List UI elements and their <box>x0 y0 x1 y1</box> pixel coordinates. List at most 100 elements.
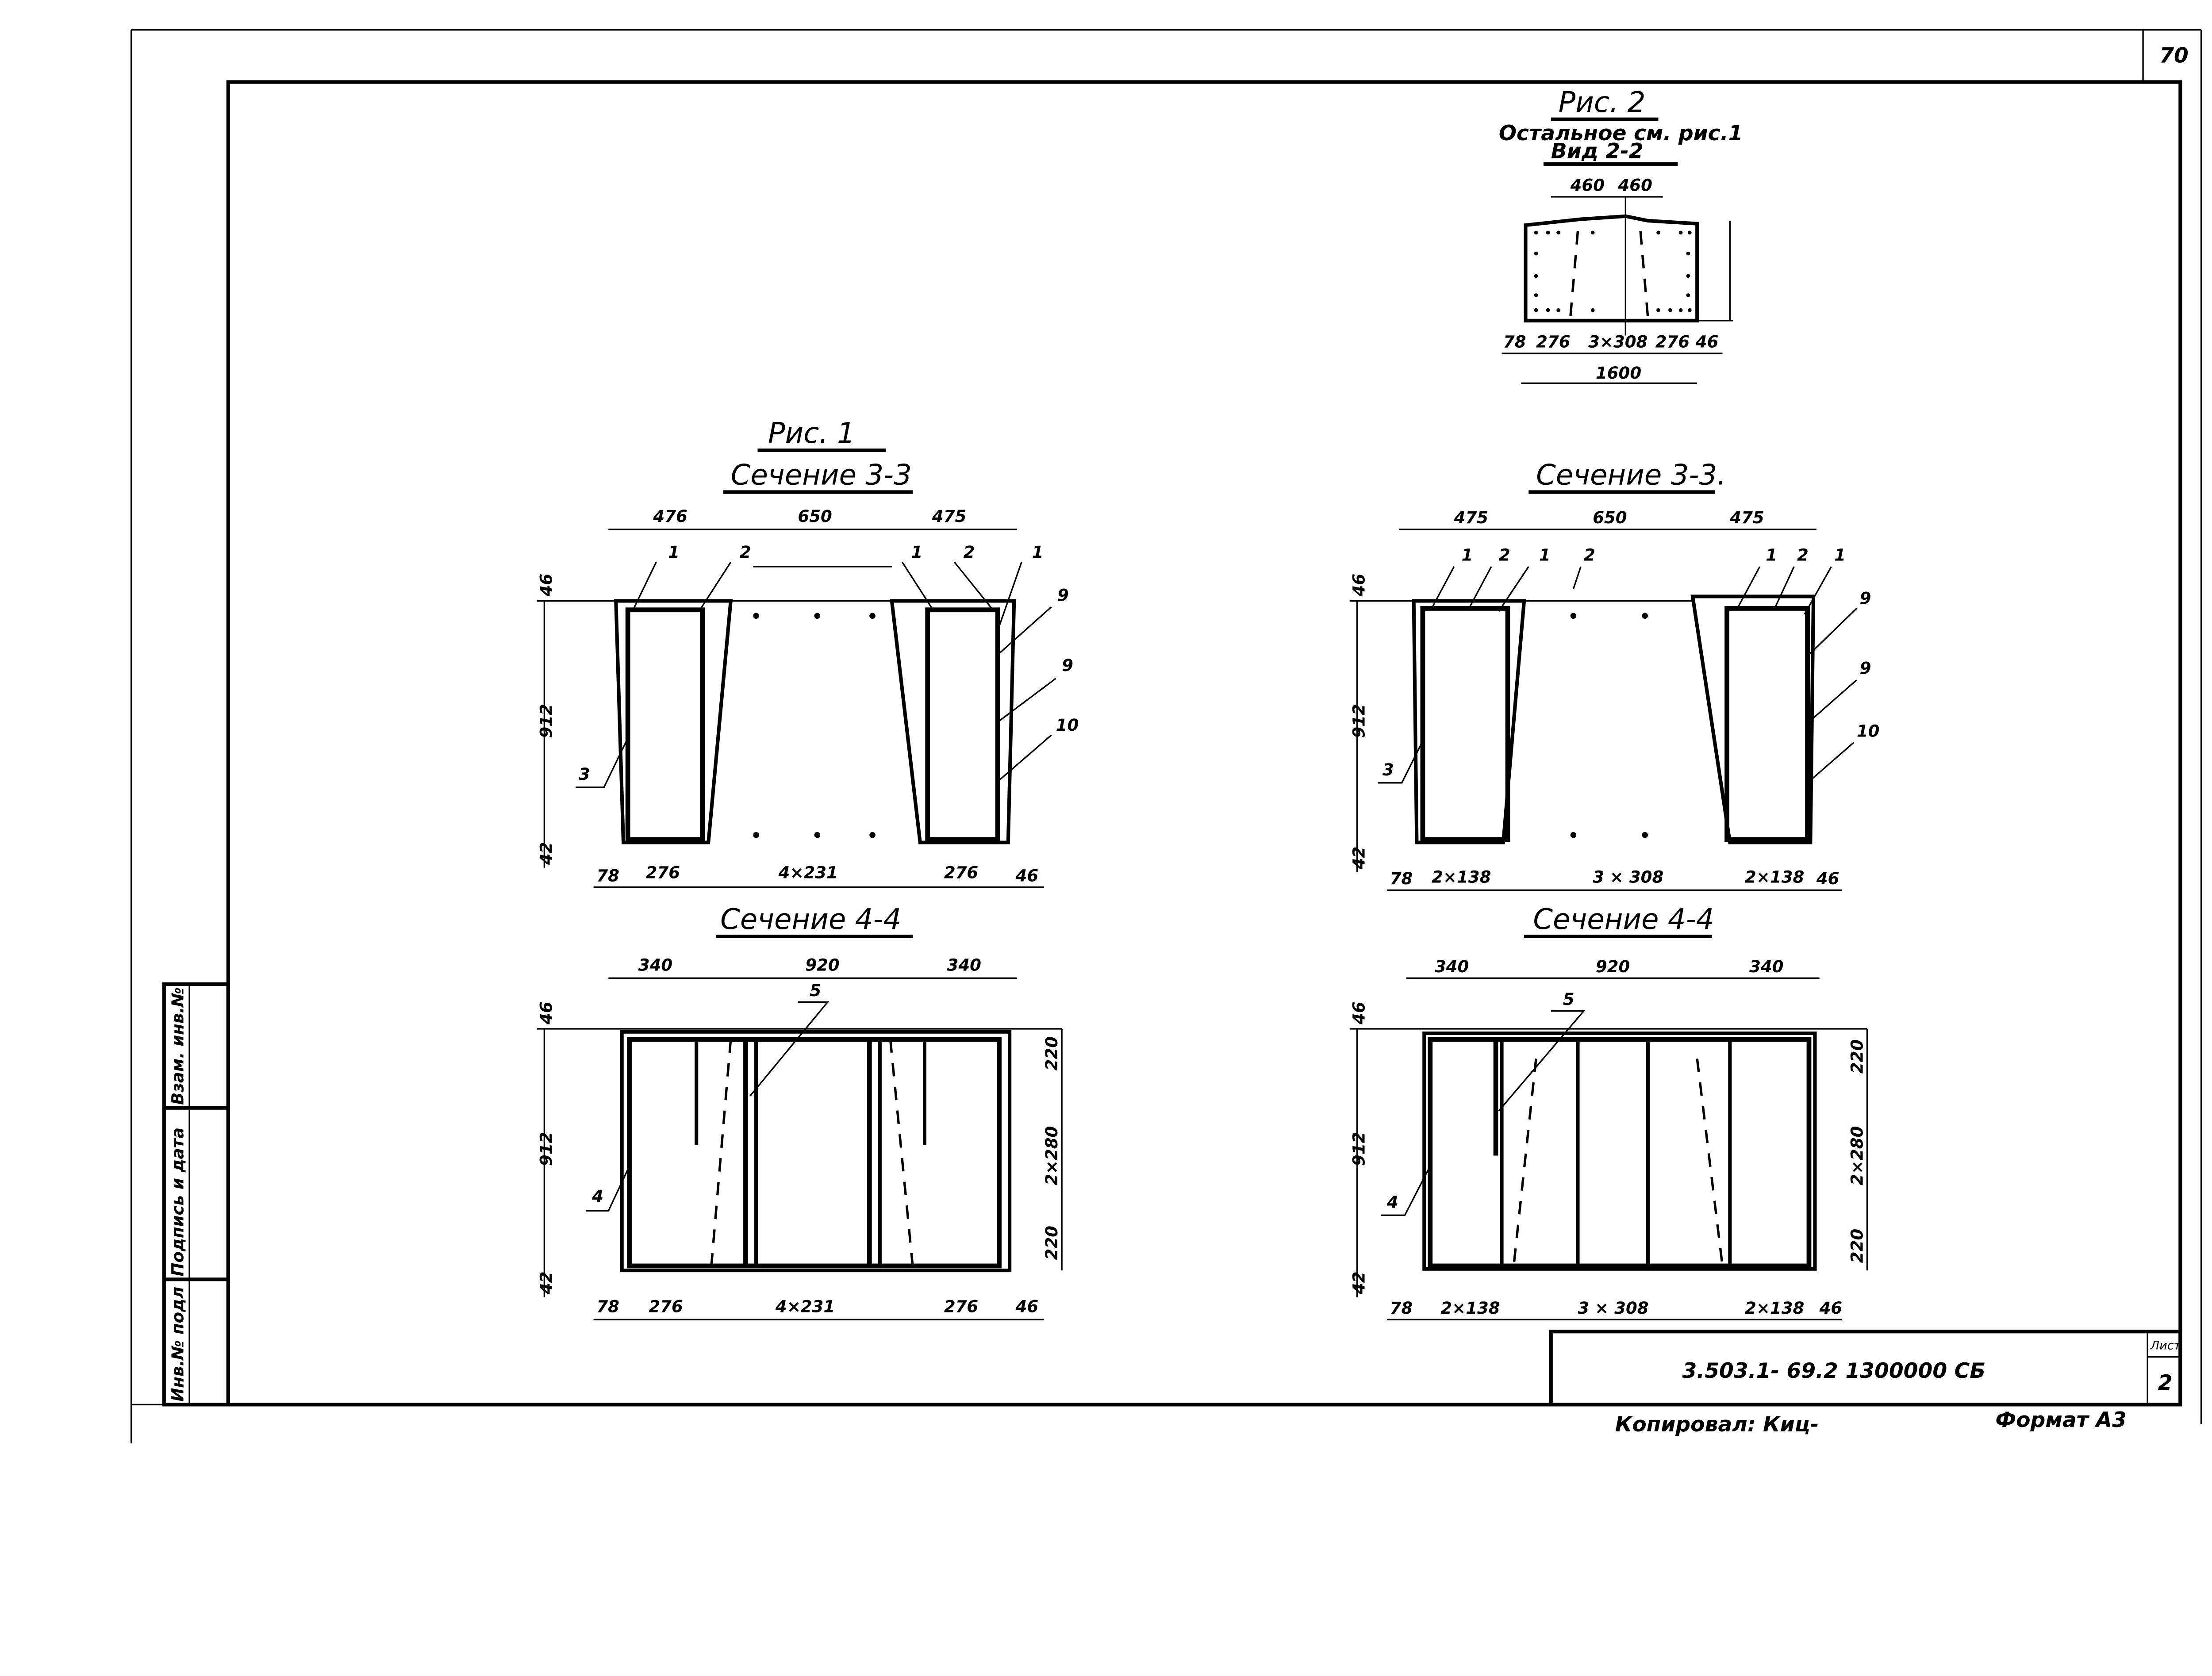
fig2-dim: 46 <box>1695 332 1719 351</box>
title-block: 3.503.1- 69.2 1300000 СБ Лист 2 <box>1549 1330 2182 1407</box>
dim-label: 3 × 308 <box>1593 868 1663 887</box>
dim-label: 46 <box>1015 1297 1039 1316</box>
dim-label: 2×138 <box>1745 868 1804 887</box>
fig2-dim: 3×308 <box>1588 332 1647 351</box>
callout-5: 5 <box>810 981 821 1000</box>
dim-label: 2×138 <box>1440 1299 1500 1318</box>
dim-label: 2×138 <box>1745 1299 1804 1318</box>
dim-label: 650 <box>1593 508 1627 527</box>
dim-label: 475 <box>1454 508 1488 527</box>
callout-1: 1 <box>1766 546 1777 565</box>
callout-10: 10 <box>1857 721 1880 740</box>
dim-label: 475 <box>932 507 966 526</box>
dim-label: 475 <box>1729 508 1764 527</box>
callout-3: 3 <box>579 765 590 784</box>
dim-label: 220 <box>1847 1229 1866 1263</box>
dim-label: 78 <box>596 866 619 885</box>
dim-label: 476 <box>653 507 687 526</box>
section-title: Сечение 4-4 <box>720 903 901 936</box>
dim-label: 340 <box>1435 957 1469 976</box>
dim-label: 46 <box>1819 1299 1843 1318</box>
dim-label: 276 <box>649 1297 683 1316</box>
callout-3: 3 <box>1382 760 1394 779</box>
fig1-title: Рис. 1 <box>768 417 855 450</box>
callout-1: 1 <box>1032 543 1044 562</box>
section-title: Сечение 4-4 <box>1533 903 1714 936</box>
copied-by: Копировал: Киц- <box>1615 1412 1819 1437</box>
callout-1: 1 <box>1462 546 1473 565</box>
callout-1: 1 <box>1539 546 1551 565</box>
sheet-label: Лист <box>2150 1339 2181 1353</box>
dim-label: 3 × 308 <box>1578 1299 1648 1318</box>
fig2-title: Рис. 2 <box>1559 86 1646 119</box>
dim-label: 650 <box>798 507 832 526</box>
dim-label: 920 <box>805 956 839 975</box>
dim-label: 42 <box>1349 1271 1368 1295</box>
stamp-signature-date: Подпись и дата <box>169 1128 188 1277</box>
callout-4: 4 <box>591 1187 603 1206</box>
dim-label: 46 <box>1015 866 1039 885</box>
sheet-number: 2 <box>2158 1371 2173 1395</box>
fig2-overall-dim: 1600 <box>1596 364 1641 383</box>
dim-label: 276 <box>944 863 978 882</box>
dim-label: 220 <box>1847 1039 1866 1074</box>
callout-9: 9 <box>1860 659 1871 678</box>
dim-label: 220 <box>1042 1226 1061 1260</box>
section-4-4-left: Сечение 4-4 340 920 340 46 912 42 220 2×… <box>537 903 1063 1321</box>
document-code: 3.503.1- 69.2 1300000 СБ <box>1682 1359 1985 1383</box>
dim-label: 42 <box>537 842 556 866</box>
dim-label: 78 <box>596 1297 619 1316</box>
dim-label: 276 <box>944 1297 978 1316</box>
dim-label: 42 <box>1349 847 1368 870</box>
dim-label: 46 <box>537 1001 556 1025</box>
section-3-3-right: Сечение 3-3. 475 650 475 46 912 42 78 2×… <box>1349 459 1880 891</box>
dim-label: 912 <box>537 704 556 738</box>
dim-label: 46 <box>1816 869 1839 888</box>
dim-label: 2×280 <box>1847 1126 1866 1185</box>
callout-2: 2 <box>964 543 975 562</box>
fig2-dim: 276 <box>1536 332 1570 351</box>
dim-label: 42 <box>537 1271 556 1295</box>
callout-1: 1 <box>911 543 923 562</box>
stamp-inv-original: Инв.№ подл <box>169 1287 188 1402</box>
callout-2: 2 <box>740 543 751 562</box>
dim-label: 340 <box>638 956 672 975</box>
dim-label: 46 <box>537 574 556 597</box>
fig2-rebar-dots <box>1534 230 1692 312</box>
callout-9: 9 <box>1057 586 1069 605</box>
dim-label: 276 <box>646 863 680 882</box>
figure-2: Рис. 2 Остальное см. рис.1 Вид 2-2 460 4… <box>1499 86 1743 384</box>
sheet-frame <box>130 29 2202 1444</box>
fig2-view: Вид 2-2 <box>1551 139 1644 163</box>
callout-5: 5 <box>1563 990 1575 1009</box>
dim-label: 912 <box>1349 704 1368 738</box>
callout-1: 1 <box>1834 546 1846 565</box>
paper-format: Формат А3 <box>1995 1408 2127 1432</box>
fig2-dim: 460 <box>1570 176 1605 195</box>
dim-label: 78 <box>1390 1299 1413 1318</box>
side-stamp: Инв.№ подл Подпись и дата Взам. инв.№ <box>162 982 230 1407</box>
dim-label: 4×231 <box>775 1297 835 1316</box>
callout-2: 2 <box>1499 546 1510 565</box>
dim-label: 912 <box>537 1132 556 1166</box>
section-4-4-right: Сечение 4-4 340 920 340 46 912 42 220 2×… <box>1349 903 1868 1321</box>
callout-4: 4 <box>1386 1193 1398 1212</box>
stamp-replacement-inv: Взам. инв.№ <box>169 987 188 1105</box>
fig2-dim: 460 <box>1618 176 1652 195</box>
dim-label: 46 <box>1349 1001 1368 1025</box>
fig2-dim: 276 <box>1655 332 1690 351</box>
callout-2: 2 <box>1584 546 1595 565</box>
dim-label: 78 <box>1390 869 1413 888</box>
fig2-dim: 78 <box>1503 332 1526 351</box>
dim-label: 340 <box>1749 957 1783 976</box>
dim-label: 912 <box>1349 1132 1368 1166</box>
callout-9: 9 <box>1860 589 1871 608</box>
dim-label: 2×280 <box>1042 1126 1061 1185</box>
fig2-note: Остальное см. рис.1 <box>1499 121 1743 146</box>
callout-1: 1 <box>668 543 680 562</box>
dim-label: 220 <box>1042 1036 1061 1070</box>
dim-label: 340 <box>947 956 981 975</box>
section-3-3-left: Сечение 3-3 476 650 475 46 912 42 78 276… <box>537 459 1079 888</box>
dim-label: 920 <box>1596 957 1630 976</box>
